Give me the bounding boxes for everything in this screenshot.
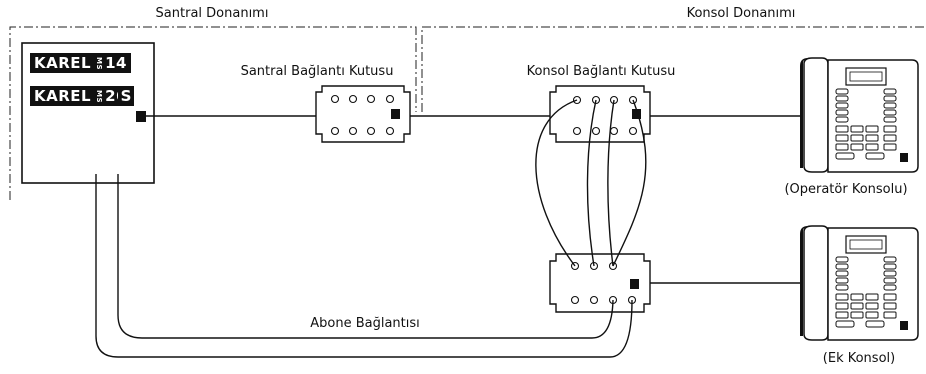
model-number: 14 [105, 54, 127, 72]
jumper-wire-4 [612, 99, 647, 267]
subscriber-cable [95, 174, 633, 358]
console-section-border [421, 26, 926, 112]
pbx-port [136, 111, 146, 122]
operator-console-label: (Operatör Konsolu) [784, 182, 908, 197]
extra-console-label: (Ek Konsol) [822, 351, 896, 366]
extra-junction-box [549, 253, 651, 313]
jumper-wire-2 [586, 99, 597, 267]
model-prefix: MS [95, 56, 104, 70]
model-prefix: MS [95, 89, 104, 103]
console-junction-box [549, 85, 651, 143]
jumper-wire-1 [535, 99, 578, 267]
extra-junction-port [630, 279, 639, 289]
pbx-junction-port [391, 109, 400, 119]
model-suffix: S [118, 86, 134, 106]
pbx-junction-label: Santral Bağlantı Kutusu [240, 64, 394, 79]
jumper-wires [535, 99, 647, 267]
straight-cables [146, 115, 800, 284]
console-hardware-label: Konsol Donanımı [686, 6, 796, 21]
pbx-section-border [9, 26, 417, 200]
console-junction-port [632, 109, 641, 119]
extra-phone [800, 225, 919, 341]
operator-phone [800, 57, 919, 173]
brand-name: KAREL [34, 87, 92, 105]
subscriber-cable-outer [95, 174, 633, 358]
brand-name: KAREL [34, 54, 92, 72]
section-borders [9, 26, 926, 200]
console-junction-label: Konsol Bağlantı Kutusu [526, 64, 676, 79]
pbx-junction-box [315, 85, 411, 143]
subscriber-link-label: Abone Bağlantısı [310, 316, 420, 331]
pbx-hardware-label: Santral Donanımı [155, 6, 269, 21]
subscriber-cable-inner [117, 174, 614, 339]
jumper-wire-3 [607, 99, 615, 267]
